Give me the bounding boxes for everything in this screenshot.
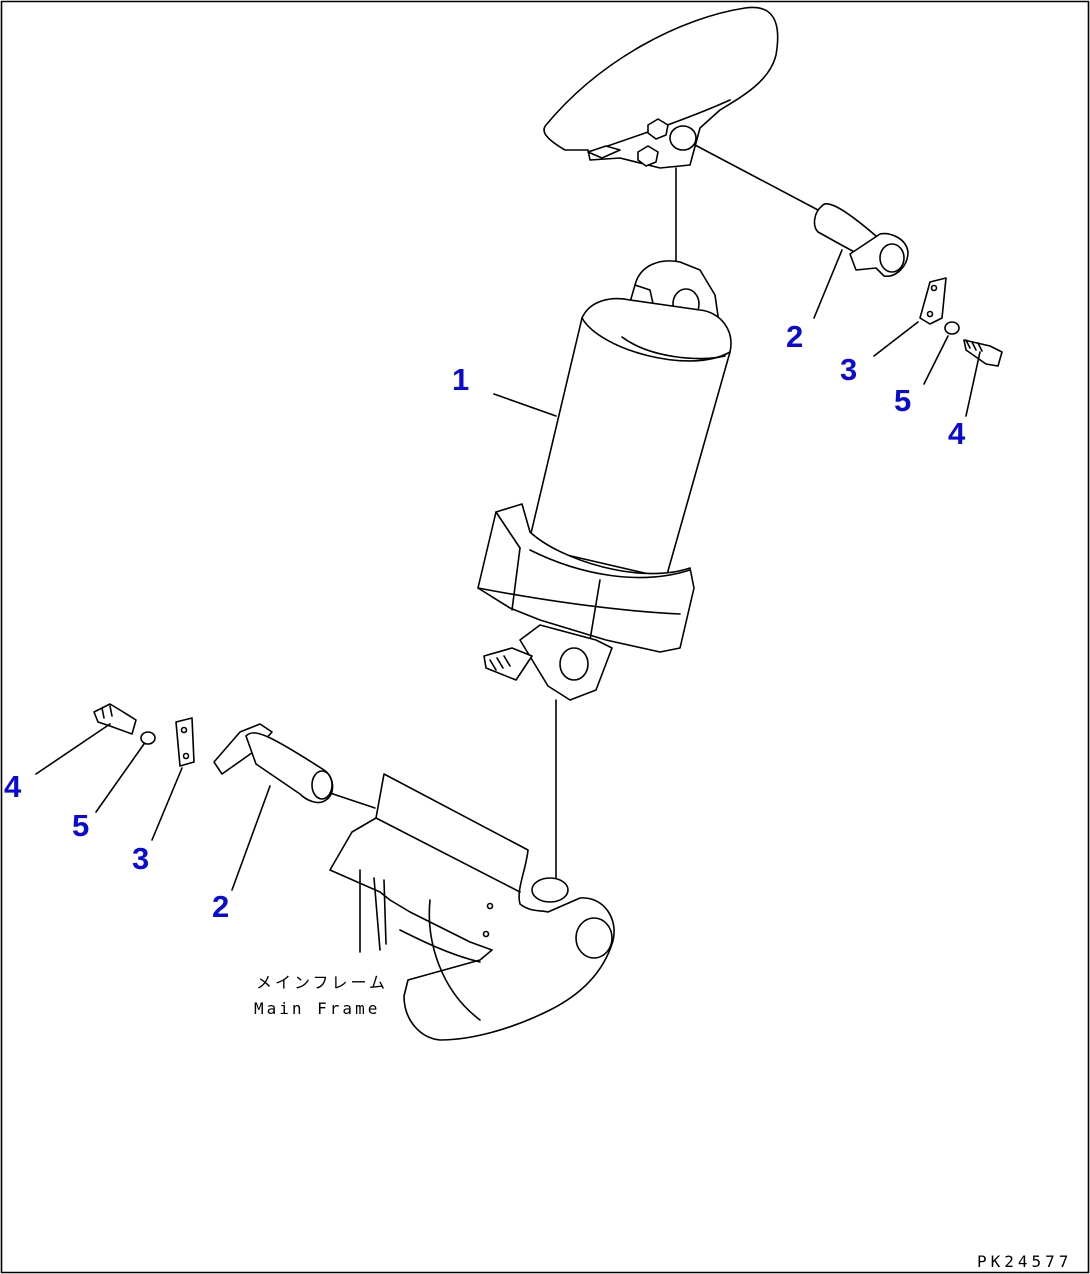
drawing-code: PK24577 <box>977 1252 1072 1271</box>
leader-2a <box>813 249 843 319</box>
main-frame-label-en: Main Frame <box>254 999 380 1018</box>
plate-lower <box>175 717 195 767</box>
callout-2-upper: 2 <box>786 319 803 354</box>
callout-1: 1 <box>452 362 469 397</box>
callout-4-lower: 4 <box>4 769 22 804</box>
leader-3b <box>151 767 183 841</box>
leader-5b <box>95 743 145 813</box>
leader-5a <box>923 335 949 385</box>
leader-lines <box>35 249 981 891</box>
leader-3a <box>873 321 919 357</box>
callout-5-lower: 5 <box>72 808 89 843</box>
callout-3-upper: 3 <box>840 352 857 387</box>
callout-4-upper: 4 <box>948 416 966 451</box>
callout-2-lower: 2 <box>212 889 229 924</box>
leader-4b <box>35 723 111 775</box>
pin-lower <box>213 723 376 809</box>
upper-bracket <box>543 6 779 169</box>
leader-2b <box>231 785 271 891</box>
plate-upper <box>919 277 947 325</box>
leader-1 <box>493 393 557 417</box>
bolt-upper <box>963 339 1003 367</box>
washer-upper <box>944 321 960 335</box>
callout-5-upper: 5 <box>894 383 911 418</box>
cylinder-assembly <box>477 260 732 701</box>
bolt-lower <box>93 703 137 735</box>
leader-4a <box>965 351 981 417</box>
main-frame <box>329 773 615 1041</box>
main-frame-label-jp: メインフレーム <box>256 973 388 992</box>
pin-upper <box>694 144 909 277</box>
washer-lower <box>140 731 156 745</box>
callout-3-lower: 3 <box>132 841 149 876</box>
